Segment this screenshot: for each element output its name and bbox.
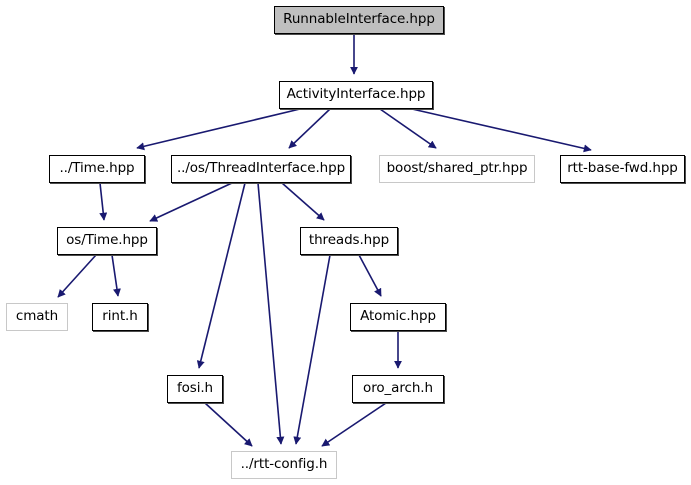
node-label-activity: ActivityInterface.hpp: [286, 86, 426, 103]
node-label-threads: threads.hpp: [308, 232, 390, 249]
edge-activity-to-threadif: [288, 108, 331, 149]
edge-time-to-ostime: [99, 182, 108, 221]
node-label-runnable: RunnableInterface.hpp: [283, 11, 435, 28]
node-runnable[interactable]: RunnableInterface.hpp: [274, 6, 444, 34]
node-activity[interactable]: ActivityInterface.hpp: [279, 81, 433, 109]
edge-activity-to-time: [136, 108, 301, 151]
edge-activity-to-rttbasefwd: [411, 108, 592, 153]
node-oroarch[interactable]: oro_arch.h: [352, 375, 444, 403]
edge-threadif-to-ostime: [149, 182, 233, 222]
node-label-atomic: Atomic.hpp: [360, 308, 436, 325]
node-atomic[interactable]: Atomic.hpp: [350, 303, 446, 331]
edge-threadif-to-threads: [281, 182, 325, 221]
node-rttconfig[interactable]: ../rtt-config.h: [231, 451, 337, 479]
edge-threads-to-rttconfig: [293, 254, 331, 445]
node-label-fosi: fosi.h: [176, 380, 214, 397]
node-label-rinth: rint.h: [102, 308, 138, 325]
node-label-threadif: ../os/ThreadInterface.hpp: [176, 160, 346, 177]
node-fosi[interactable]: fosi.h: [167, 375, 223, 403]
node-label-boostptr: boost/shared_ptr.hpp: [386, 160, 528, 177]
edge-threadif-to-fosi: [196, 182, 246, 369]
edges-group: [57, 34, 592, 447]
node-boostptr[interactable]: boost/shared_ptr.hpp: [379, 155, 535, 183]
node-ostime[interactable]: os/Time.hpp: [57, 227, 157, 255]
node-threadif[interactable]: ../os/ThreadInterface.hpp: [171, 155, 351, 183]
node-rinth[interactable]: rint.h: [92, 303, 148, 331]
node-label-oroarch: oro_arch.h: [363, 380, 433, 397]
node-rttbasefwd[interactable]: rtt-base-fwd.hpp: [560, 155, 685, 183]
node-label-cmath: cmath: [15, 308, 59, 325]
edge-activity-to-boostptr: [379, 108, 437, 149]
edge-fosi-to-rttconfig: [204, 402, 253, 447]
node-cmath[interactable]: cmath: [6, 303, 68, 331]
node-label-ostime: os/Time.hpp: [66, 232, 148, 249]
edge-oroarch-to-rttconfig: [321, 402, 387, 447]
edge-ostime-to-rinth: [111, 254, 121, 297]
node-label-rttconfig: ../rtt-config.h: [240, 456, 328, 473]
node-threads[interactable]: threads.hpp: [300, 227, 398, 255]
edge-ostime-to-cmath: [57, 254, 97, 298]
edge-threadif-to-rttconfig: [257, 182, 285, 445]
edge-threads-to-atomic: [358, 254, 382, 297]
node-label-time: ../Time.hpp: [59, 160, 135, 177]
node-label-rttbasefwd: rtt-base-fwd.hpp: [567, 160, 678, 177]
node-time[interactable]: ../Time.hpp: [49, 155, 145, 183]
